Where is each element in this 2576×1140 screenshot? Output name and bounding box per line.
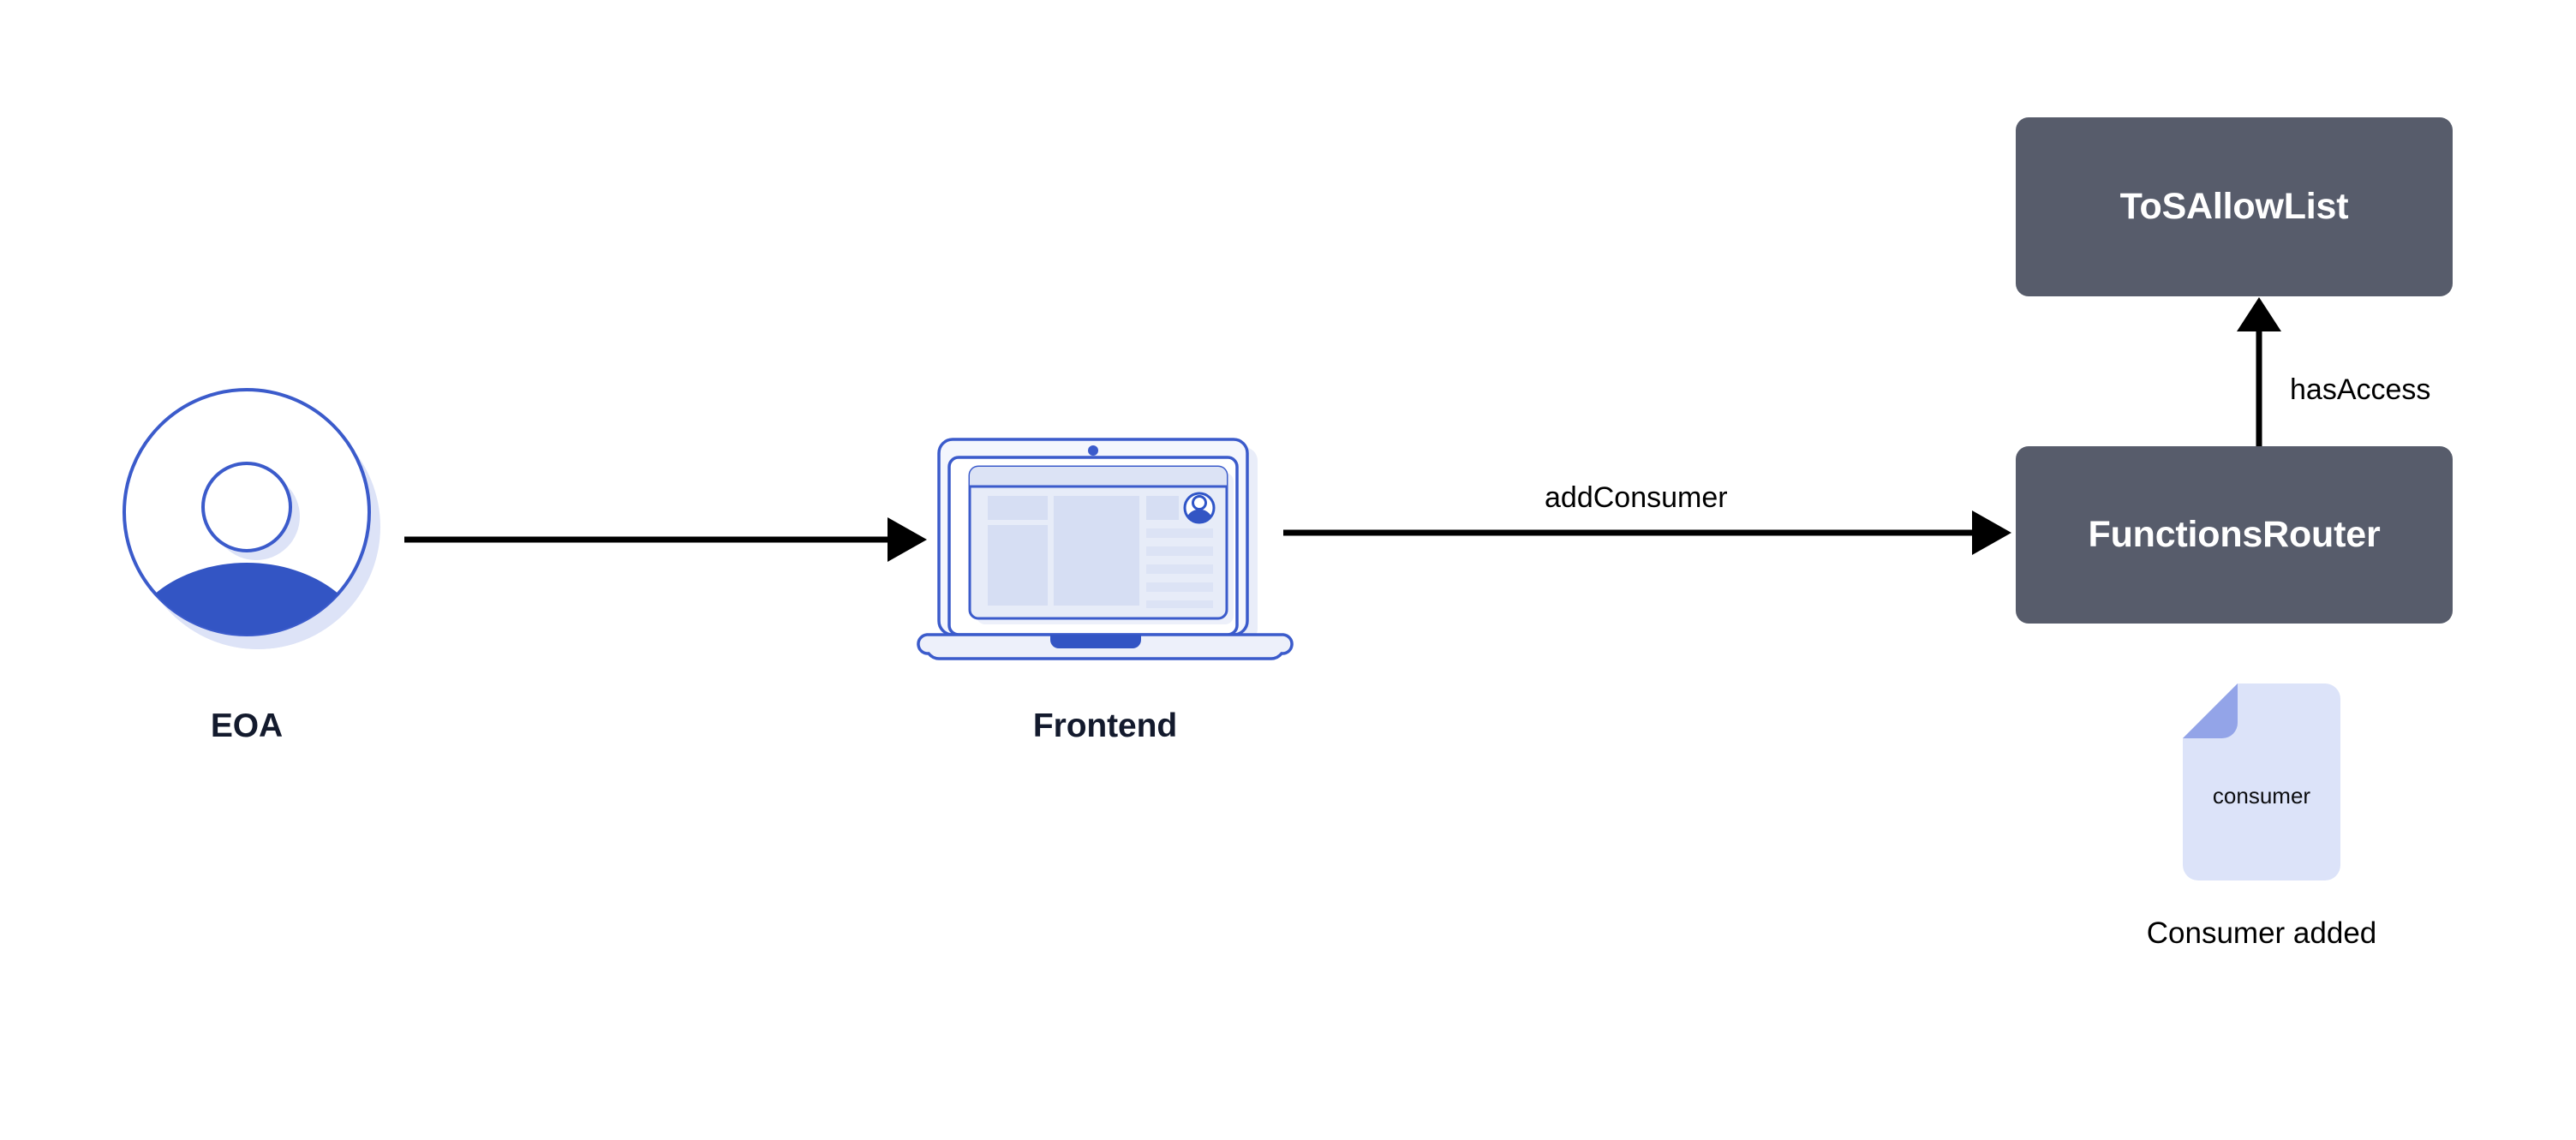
laptop-icon (917, 438, 1294, 660)
node-functions-router[interactable]: FunctionsRouter (2016, 446, 2453, 624)
screen-avatar-icon (1183, 492, 1216, 524)
edge-frontend-to-router (1283, 510, 2011, 555)
node-eoa[interactable] (117, 388, 380, 702)
node-consumer-document[interactable]: consumer (2181, 682, 2342, 882)
node-eoa-label: EOA (210, 707, 284, 744)
user-avatar-icon (123, 388, 380, 649)
document-icon-label: consumer (2212, 783, 2311, 809)
node-functions-router-label: FunctionsRouter (2088, 514, 2381, 555)
node-tos-allow-list-label: ToSAllowList (2119, 186, 2349, 227)
edge-eoa-to-frontend (404, 517, 927, 562)
document-icon (2183, 683, 2340, 880)
node-consumer-document-caption: Consumer added (2146, 916, 2377, 950)
edge-router-to-tos (2237, 297, 2281, 446)
node-tos-allow-list[interactable]: ToSAllowList (2016, 117, 2453, 296)
edge-label-add-consumer: addConsumer (1545, 481, 1728, 514)
node-frontend-label: Frontend (1032, 707, 1178, 744)
node-frontend[interactable] (917, 428, 1294, 677)
edge-label-has-access: hasAccess (2290, 373, 2431, 406)
